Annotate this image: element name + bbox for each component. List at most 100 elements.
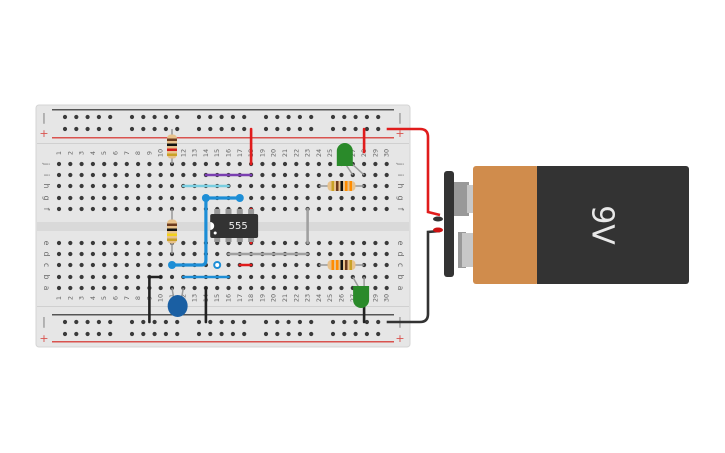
- hole-a2[interactable]: [68, 285, 73, 291]
- hole-i8[interactable]: [136, 172, 141, 178]
- hole-h30[interactable]: [384, 183, 389, 189]
- hole-c22[interactable]: [294, 262, 299, 268]
- hole-d28[interactable]: [362, 251, 367, 257]
- wire-endpoint[interactable]: [168, 261, 176, 269]
- hole-a17[interactable]: [237, 285, 242, 291]
- hole-a26[interactable]: [339, 285, 344, 291]
- rail-hole[interactable]: [230, 331, 235, 337]
- rail-hole[interactable]: [85, 331, 90, 337]
- hole-c30[interactable]: [384, 262, 389, 268]
- hole-g23[interactable]: [305, 195, 310, 201]
- hole-i1[interactable]: [56, 172, 62, 178]
- hole-g28[interactable]: [362, 195, 367, 201]
- hole-j2[interactable]: [68, 161, 73, 167]
- hole-d30[interactable]: [384, 251, 389, 257]
- hole-g8[interactable]: [136, 195, 141, 201]
- hole-h9[interactable]: [147, 183, 152, 189]
- rail-hole[interactable]: [152, 114, 157, 120]
- hole-d25[interactable]: [328, 251, 333, 257]
- hole-i5[interactable]: [102, 172, 107, 178]
- hole-f13[interactable]: [192, 206, 197, 212]
- hole-g11[interactable]: [169, 195, 175, 201]
- hole-a5[interactable]: [102, 285, 107, 291]
- rail-hole[interactable]: [376, 114, 381, 120]
- hole-c1[interactable]: [56, 262, 62, 268]
- hole-b23[interactable]: [305, 274, 310, 280]
- hole-i30[interactable]: [384, 172, 389, 178]
- hole-g19[interactable]: [260, 195, 265, 201]
- hole-b18[interactable]: [249, 274, 254, 280]
- hole-g7[interactable]: [124, 195, 129, 201]
- hole-j23[interactable]: [305, 161, 310, 167]
- hole-h1[interactable]: [56, 183, 62, 189]
- wire-endpoint[interactable]: [235, 194, 244, 202]
- hole-e26[interactable]: [339, 240, 344, 246]
- hole-a25[interactable]: [328, 285, 333, 291]
- hole-h11[interactable]: [169, 183, 175, 189]
- rail-hole[interactable]: [175, 114, 180, 120]
- rail-hole[interactable]: [152, 126, 157, 132]
- rail-hole[interactable]: [108, 114, 113, 120]
- rail-hole[interactable]: [309, 126, 314, 132]
- rail-hole[interactable]: [330, 126, 336, 132]
- hole-d7[interactable]: [124, 251, 129, 257]
- hole-h6[interactable]: [113, 183, 118, 189]
- hole-f9[interactable]: [147, 206, 152, 212]
- hole-h21[interactable]: [282, 183, 288, 189]
- rail-hole[interactable]: [196, 319, 202, 325]
- hole-g24[interactable]: [316, 195, 321, 201]
- rail-hole[interactable]: [85, 114, 90, 120]
- hole-b2[interactable]: [68, 274, 73, 280]
- rail-hole[interactable]: [309, 114, 314, 120]
- hole-i26[interactable]: [339, 172, 344, 178]
- hole-f21[interactable]: [282, 206, 288, 212]
- hole-d4[interactable]: [90, 251, 95, 257]
- hole-a30[interactable]: [384, 285, 389, 291]
- rail-hole[interactable]: [330, 331, 336, 337]
- hole-b4[interactable]: [90, 274, 95, 280]
- rail-hole[interactable]: [376, 331, 381, 337]
- hole-d8[interactable]: [136, 251, 141, 257]
- hole-h29[interactable]: [373, 183, 378, 189]
- hole-i22[interactable]: [294, 172, 299, 178]
- rail-hole[interactable]: [275, 114, 280, 120]
- hole-a13[interactable]: [192, 285, 197, 291]
- hole-j19[interactable]: [260, 161, 265, 167]
- hole-i23[interactable]: [305, 172, 310, 178]
- hole-g20[interactable]: [271, 195, 276, 201]
- hole-a23[interactable]: [305, 285, 310, 291]
- hole-h3[interactable]: [79, 183, 84, 189]
- hole-j14[interactable]: [203, 161, 208, 167]
- rail-hole[interactable]: [242, 126, 247, 132]
- hole-a29[interactable]: [373, 285, 378, 291]
- hole-j29[interactable]: [373, 161, 378, 167]
- hole-b22[interactable]: [294, 274, 299, 280]
- rail-hole[interactable]: [175, 319, 180, 325]
- rail-hole[interactable]: [219, 331, 224, 337]
- led-bottom[interactable]: [352, 276, 370, 308]
- rail-hole[interactable]: [364, 126, 369, 132]
- rail-hole[interactable]: [175, 126, 180, 132]
- rail-hole[interactable]: [275, 331, 280, 337]
- hole-e12[interactable]: [181, 240, 186, 246]
- hole-h4[interactable]: [90, 183, 95, 189]
- rail-hole[interactable]: [108, 319, 113, 325]
- hole-e2[interactable]: [68, 240, 73, 246]
- hole-c21[interactable]: [282, 262, 288, 268]
- hole-e21[interactable]: [282, 240, 288, 246]
- hole-g6[interactable]: [113, 195, 118, 201]
- hole-e4[interactable]: [90, 240, 95, 246]
- rail-hole[interactable]: [96, 331, 101, 337]
- rail-hole[interactable]: [263, 126, 269, 132]
- rail-hole[interactable]: [96, 126, 101, 132]
- hole-a3[interactable]: [79, 285, 84, 291]
- rail-hole[interactable]: [297, 331, 302, 337]
- hole-i29[interactable]: [373, 172, 378, 178]
- hole-b11[interactable]: [169, 274, 175, 280]
- hole-g30[interactable]: [384, 195, 389, 201]
- hole-i10[interactable]: [158, 172, 163, 178]
- rail-hole[interactable]: [330, 319, 336, 325]
- hole-d1[interactable]: [56, 251, 62, 257]
- rail-hole[interactable]: [62, 114, 68, 120]
- hole-i4[interactable]: [90, 172, 95, 178]
